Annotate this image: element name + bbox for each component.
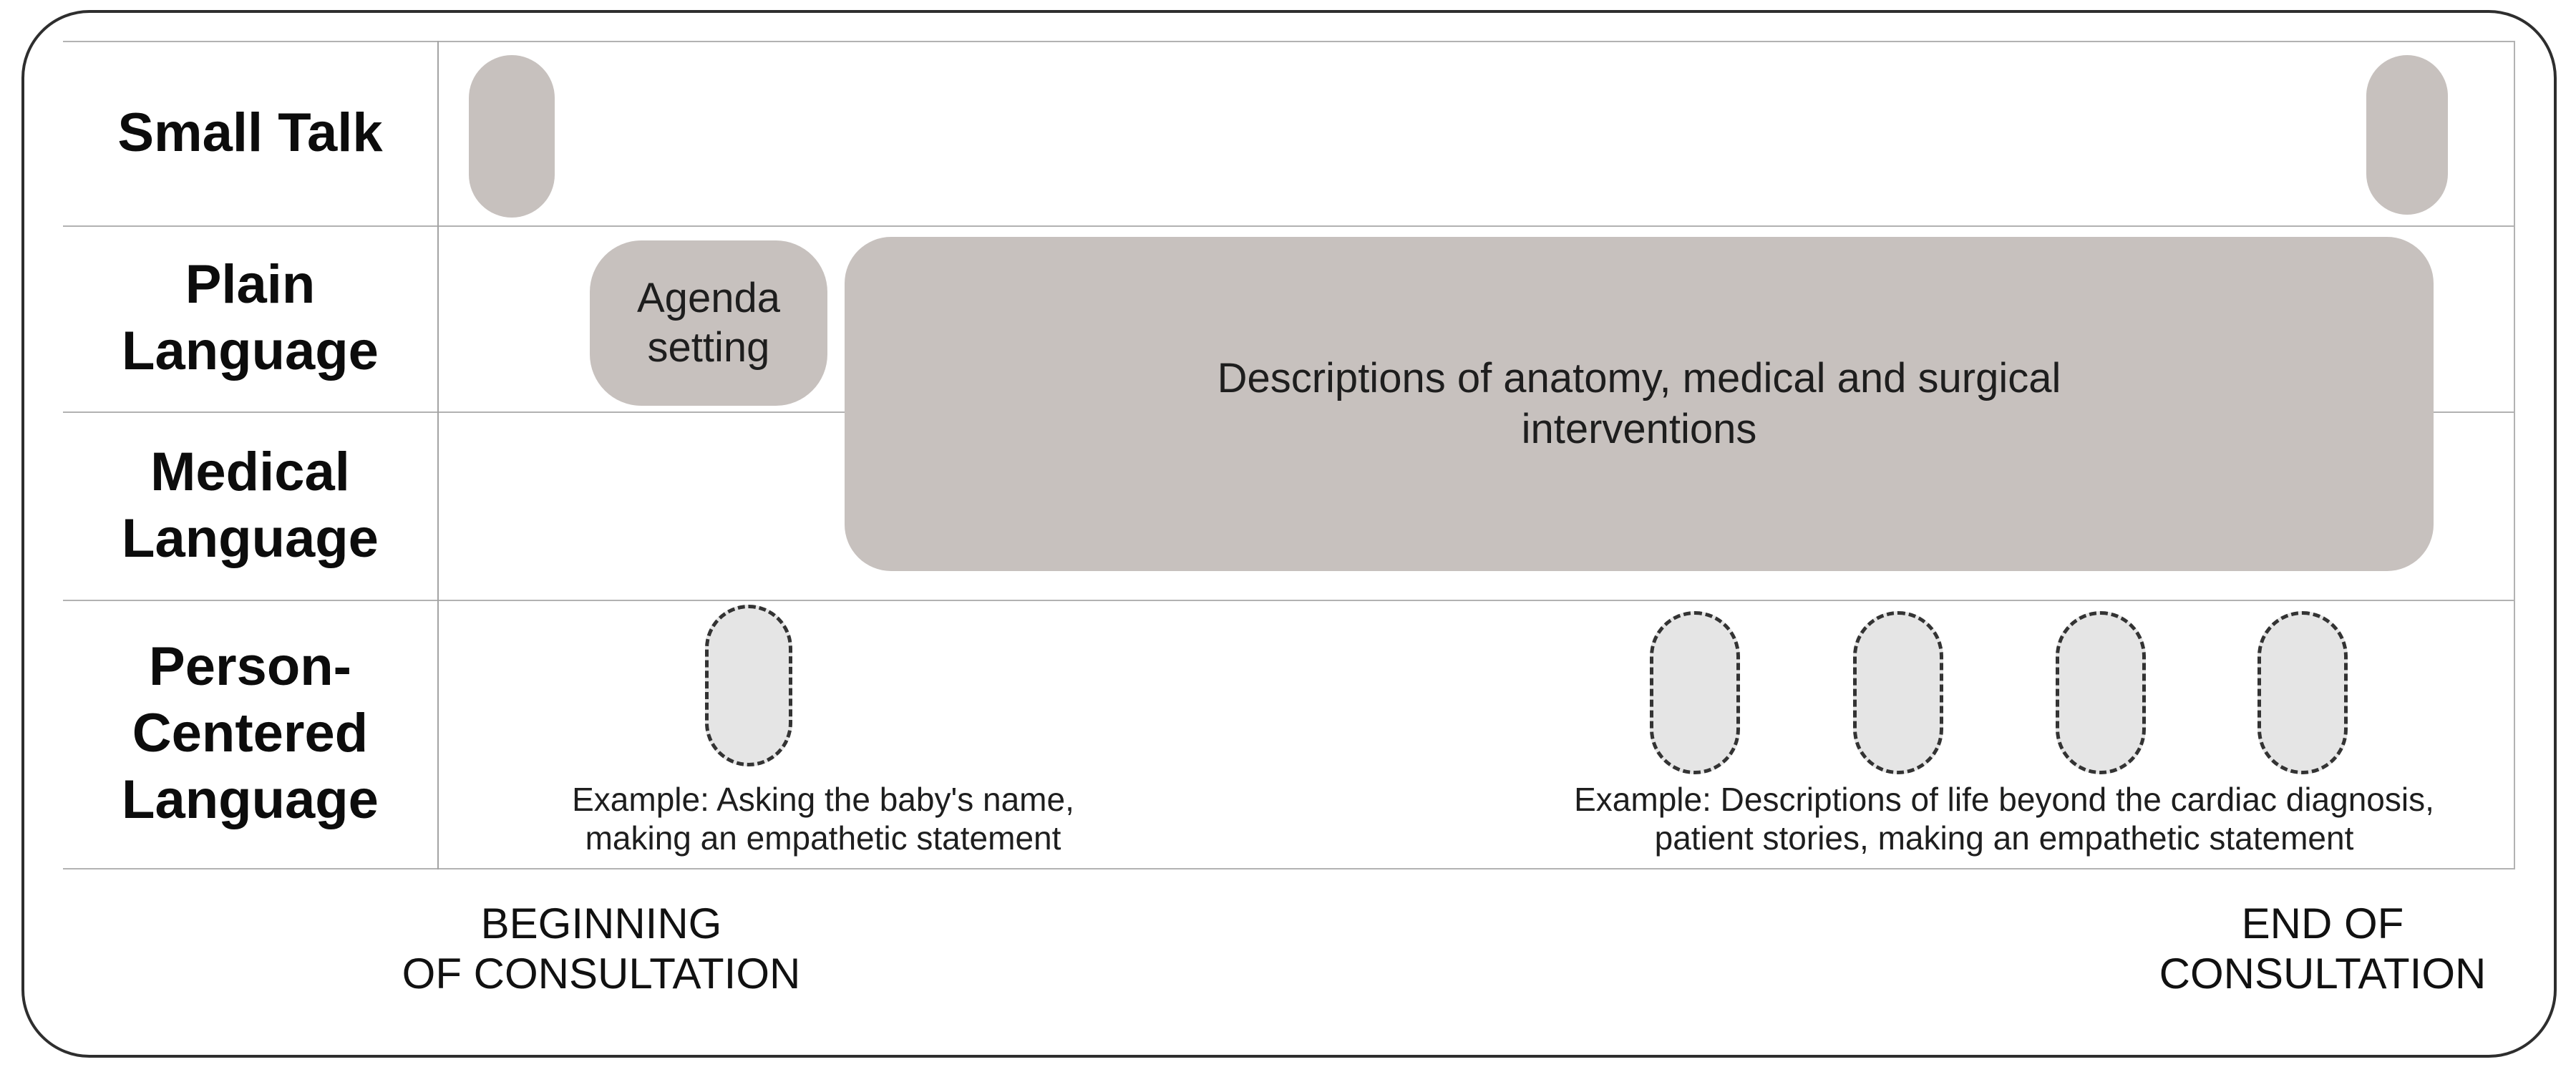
axis-label-end-of-consultation: END OF CONSULTATION bbox=[1965, 899, 2576, 998]
agenda-setting-pill: Agenda setting bbox=[590, 240, 827, 406]
row-label-small-talk: Small Talk bbox=[63, 41, 437, 225]
example-caption-end: Example: Descriptions of life beyond the… bbox=[1503, 780, 2505, 858]
axis-label-line: CONSULTATION bbox=[2159, 949, 2487, 998]
table-right-border bbox=[2514, 41, 2515, 869]
small-talk-end-pill bbox=[2366, 55, 2448, 215]
row-label-text: Small Talk bbox=[117, 102, 383, 163]
axis-label-line: END OF bbox=[2241, 900, 2404, 947]
person-centered-start-pill bbox=[705, 605, 792, 766]
example-caption-line: patient stories, making an empathetic st… bbox=[1654, 819, 2354, 857]
row-label-person-centered-language: Person-Centered Language bbox=[63, 600, 437, 868]
example-caption-line: making an empathetic statement bbox=[585, 819, 1061, 857]
label-column-divider bbox=[437, 41, 439, 869]
small-talk-start-pill bbox=[469, 55, 555, 218]
row-label-text: Medical Language bbox=[122, 441, 379, 569]
person-centered-end-pill-1 bbox=[1650, 611, 1740, 774]
person-centered-end-pill-3 bbox=[2056, 611, 2146, 774]
agenda-setting-label: Agenda setting bbox=[637, 275, 780, 371]
row-label-text: Person-Centered Language bbox=[122, 636, 379, 830]
example-caption-line: Example: Descriptions of life beyond the… bbox=[1574, 781, 2434, 818]
row-label-medical-language: Medical Language bbox=[63, 411, 437, 600]
row-label-plain-language: Plain Language bbox=[63, 225, 437, 411]
table-bottom-border bbox=[63, 868, 2515, 869]
row-label-text: Plain Language bbox=[122, 254, 379, 381]
axis-label-beginning-of-consultation: BEGINNING OF CONSULTATION bbox=[243, 899, 959, 998]
example-caption-line: Example: Asking the baby's name, bbox=[572, 781, 1074, 818]
description-line: Descriptions of anatomy, medical and sur… bbox=[1217, 354, 2061, 401]
person-centered-end-pill-2 bbox=[1853, 611, 1943, 774]
description-line: interventions bbox=[1521, 405, 1757, 452]
example-caption-start: Example: Asking the baby's name, making … bbox=[322, 780, 1324, 858]
axis-label-line: OF CONSULTATION bbox=[402, 949, 801, 998]
row-divider-medical-person bbox=[63, 600, 2515, 601]
table-top-border bbox=[63, 41, 2515, 42]
axis-label-line: BEGINNING bbox=[480, 900, 722, 947]
anatomy-descriptions-box: Descriptions of anatomy, medical and sur… bbox=[845, 237, 2434, 571]
row-divider-smalltalk-plain bbox=[63, 225, 2515, 227]
figure-border bbox=[21, 10, 2557, 1058]
person-centered-end-pill-4 bbox=[2257, 611, 2348, 774]
